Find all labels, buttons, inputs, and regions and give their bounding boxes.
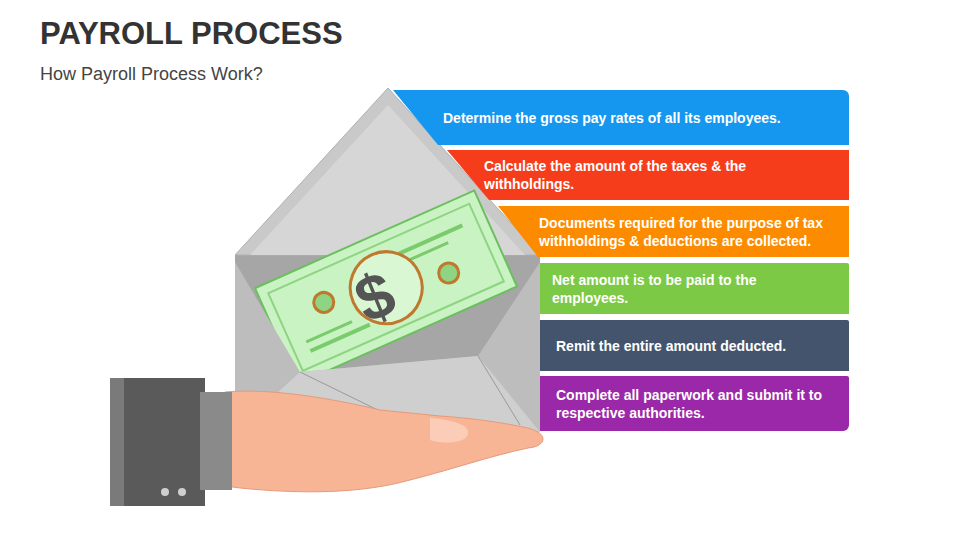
band-text: Calculate the amount of the taxes & the … — [484, 157, 835, 193]
process-band: Complete all paperwork and submit it to … — [540, 376, 849, 431]
process-band: Net amount is to be paid to the employee… — [540, 263, 849, 314]
process-band: Determine the gross pay rates of all its… — [393, 90, 849, 145]
subtitle: How Payroll Process Work? — [40, 64, 263, 85]
band-text: Remit the entire amount deducted. — [556, 337, 835, 355]
process-band: Calculate the amount of the taxes & the … — [447, 150, 849, 200]
sleeve — [110, 378, 205, 506]
process-band: Remit the entire amount deducted. — [540, 320, 849, 371]
band-text: Documents required for the purpose of ta… — [539, 214, 835, 250]
process-band: Documents required for the purpose of ta… — [498, 206, 849, 257]
band-text: Determine the gross pay rates of all its… — [443, 109, 835, 127]
page-title: PAYROLL PROCESS — [40, 16, 343, 52]
band-text: Net amount is to be paid to the employee… — [552, 271, 835, 307]
thumb — [430, 418, 468, 442]
hand — [225, 391, 543, 492]
cuff — [200, 392, 232, 490]
band-text: Complete all paperwork and submit it to … — [556, 386, 835, 422]
banknote — [255, 191, 517, 385]
